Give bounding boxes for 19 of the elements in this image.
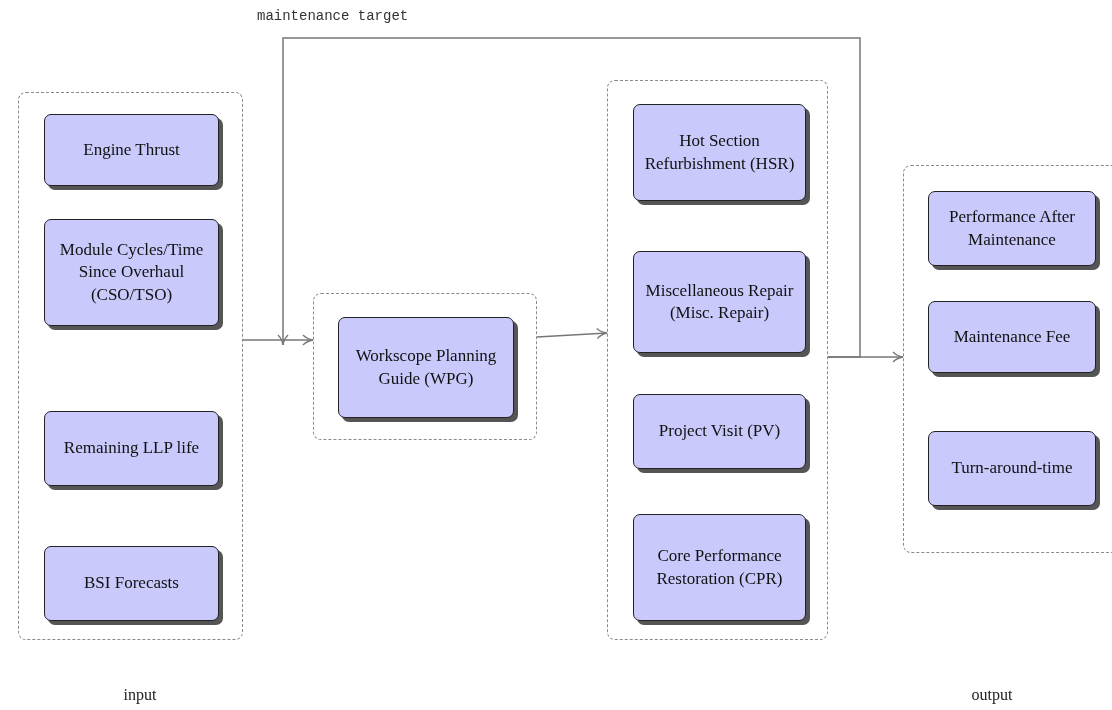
box-label: Miscellaneous Repair (Misc. Repair) bbox=[644, 279, 795, 324]
edge-label: maintenance target bbox=[257, 8, 409, 24]
box-label: Module Cycles/Time Since Overhaul (CSO/TSO) bbox=[58, 239, 205, 306]
dashed-group-frame bbox=[903, 165, 1112, 553]
box-label: Engine Thrust bbox=[83, 138, 180, 161]
dashed-group-frame bbox=[18, 92, 243, 640]
box-label: Turn-around-time bbox=[951, 457, 1073, 480]
box-label: Maintenance Fee bbox=[953, 325, 1071, 348]
dashed-group-frame bbox=[607, 80, 828, 640]
box-label: Workscope Planning Guide (WPG) bbox=[354, 345, 498, 390]
box-label: Project Visit (PV) bbox=[658, 420, 781, 443]
group-caption: output bbox=[971, 686, 1013, 704]
box-label: Core Performance Restoration (CPR) bbox=[655, 545, 784, 590]
box-label: BSI Forecasts bbox=[84, 572, 179, 595]
group-caption: input bbox=[123, 686, 157, 704]
dashed-group-frame bbox=[313, 293, 537, 440]
box-label: Remaining LLP life bbox=[63, 437, 200, 460]
box-label: Hot Section Refurbishment (HSR) bbox=[644, 130, 795, 175]
box-label: Performance After Maintenance bbox=[948, 206, 1076, 251]
